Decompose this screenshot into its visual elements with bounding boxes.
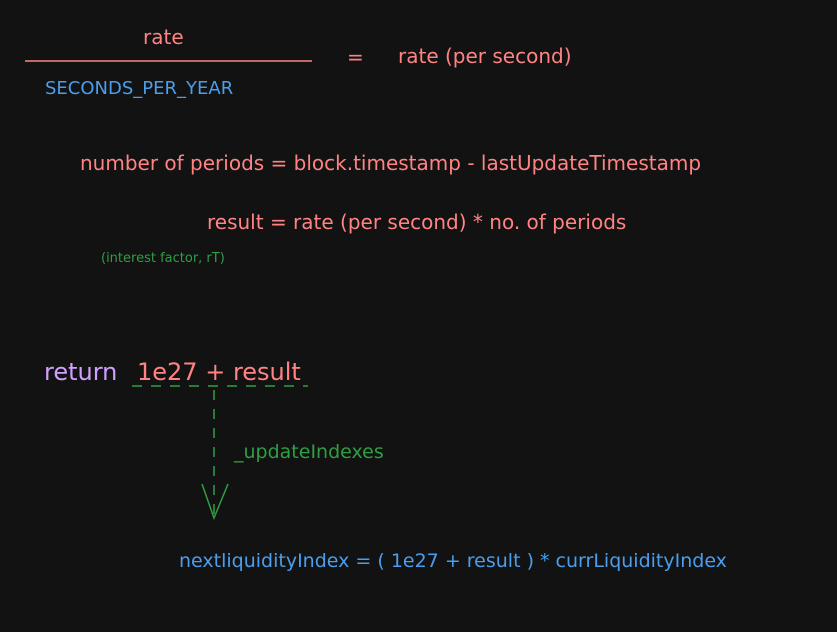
next-liquidity-index-equation: nextliquidityIndex = ( 1e27 + result ) *… xyxy=(179,550,727,572)
return-keyword: return xyxy=(44,358,118,386)
arrow-label: _updateIndexes xyxy=(234,441,384,463)
return-expression: 1e27 + result xyxy=(137,358,301,386)
fraction-numerator: rate xyxy=(143,25,184,49)
interest-factor-note: (interest factor, rT) xyxy=(101,251,225,266)
fraction-equals: = xyxy=(347,45,364,69)
fraction-denominator: SECONDS_PER_YEAR xyxy=(45,78,234,99)
result-equation: result = rate (per second) * no. of peri… xyxy=(207,210,627,234)
flow-arrow-head xyxy=(201,483,229,521)
fraction-result: rate (per second) xyxy=(398,44,572,68)
periods-equation: number of periods = block.timestamp - la… xyxy=(80,151,702,175)
